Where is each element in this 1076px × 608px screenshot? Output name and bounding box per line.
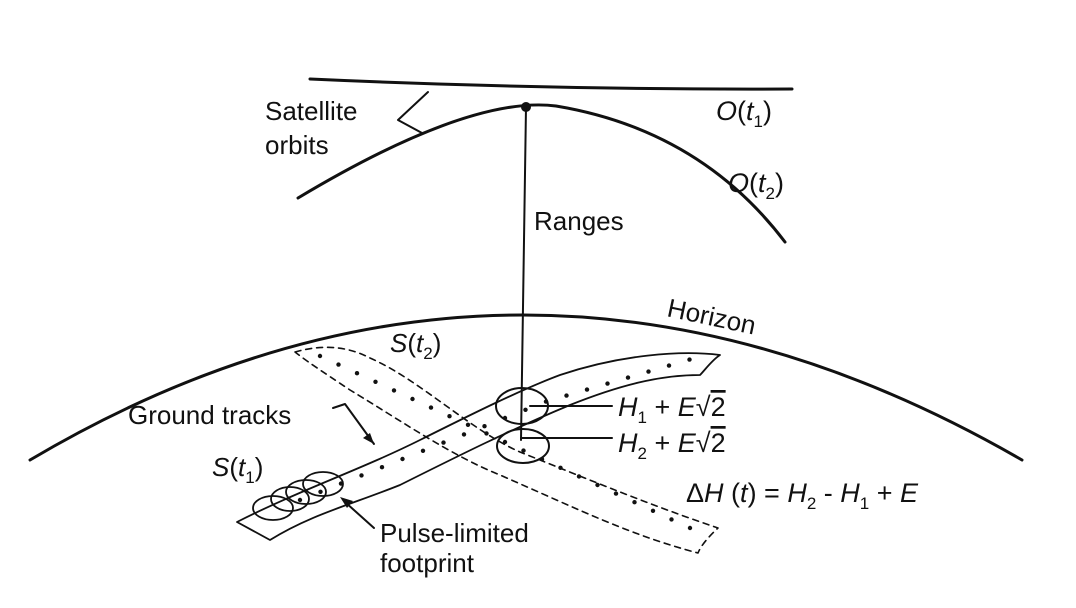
label-orbit-t1: O(t1) [716,96,772,131]
ground-track-1-dot [359,473,364,478]
footprint-2 [270,486,310,512]
label-satellite: Satellite [265,96,358,126]
label-pulse-limited: Pulse-limited [380,518,529,548]
ground-track-1-dot [584,387,590,392]
label-height-2: H2 + E√2 [618,428,726,463]
label-orbits: orbits [265,130,329,160]
ground-track-1-dot [379,465,385,470]
ground-track-1 [236,352,721,541]
pulse-limited-pointer [344,501,375,529]
label-ground-tracks: Ground tracks [128,400,291,430]
ground-track-1-dot [687,357,692,362]
ground-track-1-dots [297,357,692,503]
ground-track-2-dot [687,525,693,531]
ground-track-2-dot [613,491,619,496]
label-footprint: footprint [380,548,475,578]
label-orbit-t2: O(t2) [728,168,784,203]
ground-track-1-dot [461,432,467,437]
horizon-curve [28,313,1024,462]
ground-track-2-dot [595,482,600,488]
footprint-3 [285,479,327,505]
ground-track-2-dot [336,362,341,367]
ground-track-1-dot [523,407,528,412]
ground-track-2-dot [354,371,360,376]
ground-track-1-dot [625,375,631,380]
footprint-1 [252,495,294,521]
footprint-crossover-2 [496,428,550,464]
ground-track-1-dot [297,497,303,503]
ground-track-2-dot [669,517,674,522]
ground-track-2-dot [465,422,471,427]
ground-track-1-dot [605,381,610,386]
ground-track-1-dot [318,489,323,494]
ground-track-1-dot [441,440,446,445]
footprint-4 [302,471,344,497]
ground-track-2-dot [558,465,563,470]
ground-track-2-dot [410,396,415,402]
ground-track-1-dot [400,456,405,462]
ground-track-2-dot [632,500,637,505]
orbit-line-2 [296,103,787,244]
label-height-1: H1 + E√2 [618,392,726,427]
ground-track-2-dot [484,431,489,436]
ground-track-2-dot [317,353,323,359]
ground-track-2-dot [521,448,526,453]
ground-tracks-pointer [332,403,375,445]
label-track-t1: S(t1) [212,452,263,487]
ground-track-1-dot [420,448,426,453]
range-line [520,106,527,441]
ground-track-2-dot [576,474,582,479]
orbit-line-1 [308,77,794,91]
ground-track-2 [294,346,719,554]
label-ranges: Ranges [534,206,624,236]
ground-track-1-dot [482,424,487,429]
ground-track-1-dot [646,369,651,374]
pulse-limited-arrowhead [340,497,353,508]
ground-tracks-arrowhead [363,433,374,444]
ground-track-2-dot [373,379,378,384]
orbits-pointer [397,91,429,134]
ground-track-2-dot [447,414,452,419]
label-horizon: Horizon [665,293,759,341]
label-delta-equation: ΔH (t) = H2 - H1 + E [686,478,919,513]
ground-track-2-dot [391,388,397,393]
ground-track-2-dot [502,439,508,445]
ground-track-1-dot [666,363,672,368]
label-track-t2: S(t2) [390,328,441,363]
ground-track-2-dot [650,508,656,513]
ground-track-2-dot [428,405,434,410]
ground-track-1-dot [564,393,569,398]
